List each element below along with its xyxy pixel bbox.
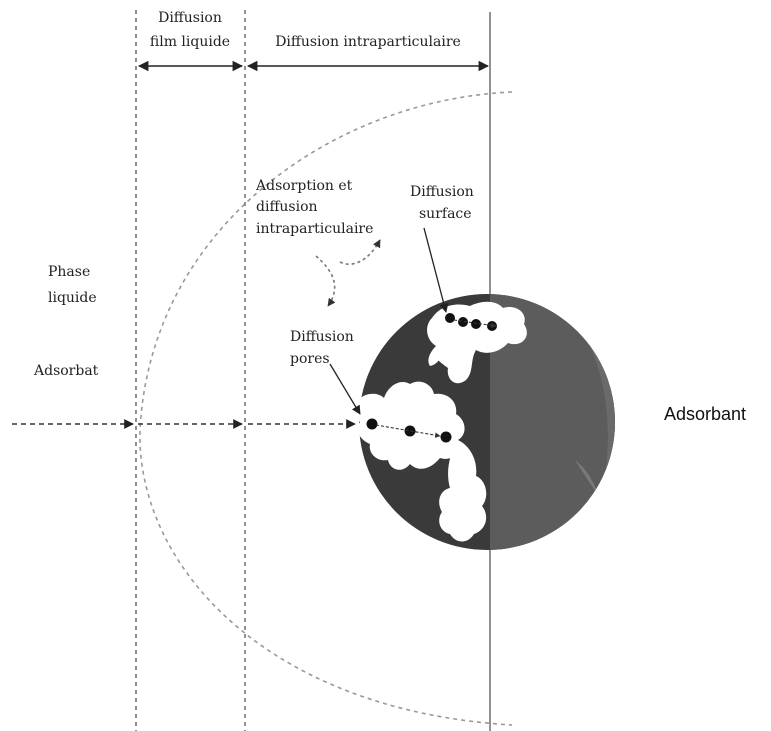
- surface-label-line2: surface: [419, 206, 472, 222]
- pores-pointer: [329, 363, 361, 415]
- pore-path-arrow: [375, 424, 441, 438]
- intraparticle-label: Diffusion intraparticulaire: [275, 34, 461, 50]
- molecule: [458, 317, 468, 327]
- phase-label-line2: liquide: [48, 290, 97, 306]
- molecule: [471, 319, 481, 329]
- phase-label-line1: Phase: [48, 264, 90, 280]
- lower-pore-branch: [439, 440, 487, 542]
- molecule: [440, 431, 452, 443]
- surface-pointer: [423, 227, 449, 313]
- pores-label-line2: pores: [290, 351, 330, 367]
- surface-path-arrow: [453, 319, 497, 329]
- adsorbat-label: Adsorbat: [33, 363, 99, 379]
- pores-label-line1: Diffusion: [290, 329, 354, 345]
- adsorbent-particle: [353, 294, 615, 550]
- molecule: [366, 418, 378, 430]
- adsorbant-label: Adsorbant: [664, 404, 746, 424]
- boundary-layer-curve: [139, 91, 513, 726]
- molecule: [404, 425, 416, 437]
- adsorption-label-line1: Adsorption et: [255, 178, 353, 194]
- adsorption-label-line2: diffusion: [256, 199, 318, 215]
- adsorption-curve-arrow-2: [315, 255, 336, 307]
- molecule: [445, 313, 455, 323]
- adsorption-label-line3: intraparticulaire: [256, 221, 373, 237]
- adsorption-curve-arrow-1: [339, 239, 381, 265]
- film-label-line2: film liquide: [150, 34, 230, 50]
- surface-label-line1: Diffusion: [410, 184, 474, 200]
- film-label-line1: Diffusion: [158, 10, 222, 26]
